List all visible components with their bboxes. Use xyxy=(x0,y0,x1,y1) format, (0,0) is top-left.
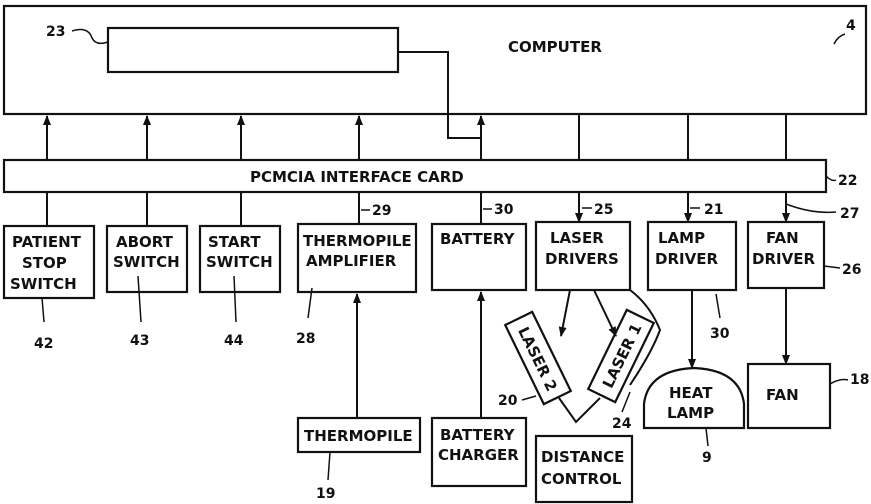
abort-ref: 43 xyxy=(130,333,149,349)
distance-control: DISTANCE CONTROL xyxy=(536,436,632,502)
fan-ref: 18 xyxy=(850,372,869,388)
heat-lamp: HEAT LAMP xyxy=(644,368,744,428)
lamp-driver-ref2: 30 xyxy=(710,326,730,342)
patient-stop-switch: PATIENT STOP SWITCH xyxy=(4,226,94,298)
patient-stop-line2: STOP xyxy=(22,254,67,272)
lamp-driver-line2: DRIVER xyxy=(655,250,718,268)
fan-driver-line1: FAN xyxy=(766,229,799,247)
patient-stop-line1: PATIENT xyxy=(12,233,82,251)
patient-stop-line3: SWITCH xyxy=(10,275,77,293)
pcmcia-interface-card: PCMCIA INTERFACE CARD xyxy=(4,160,826,192)
start-line2: SWITCH xyxy=(206,253,273,271)
lamp-driver: LAMP DRIVER xyxy=(648,222,736,290)
heat-lamp-ref: 9 xyxy=(702,450,712,466)
laser-drivers: LASER DRIVERS xyxy=(536,222,630,290)
battery-charger: BATTERY CHARGER xyxy=(432,418,526,486)
distance-control-line2: CONTROL xyxy=(541,470,622,488)
fan-label: FAN xyxy=(766,386,799,404)
fan-driver: FAN DRIVER xyxy=(748,222,824,288)
heat-lamp-line2: LAMP xyxy=(667,404,714,422)
battery-label: BATTERY xyxy=(440,230,516,248)
abort-line1: ABORT xyxy=(116,233,174,251)
interface-card-ref: 22 xyxy=(838,173,857,189)
abort-switch: ABORT SWITCH xyxy=(107,226,187,292)
lamp-driver-line1: LAMP xyxy=(658,229,705,247)
fan-driver-ref: 26 xyxy=(842,262,861,278)
battery-ref: 30 xyxy=(494,202,514,218)
thermopile-amp-line2: AMPLIFIER xyxy=(306,252,397,270)
patient-stop-ref: 42 xyxy=(34,336,53,352)
laser-drivers-line1: LASER xyxy=(550,229,604,247)
interface-card-label: PCMCIA INTERFACE CARD xyxy=(250,168,464,186)
computer-block: COMPUTER xyxy=(4,6,866,114)
start-switch: START SWITCH xyxy=(200,226,280,292)
laser-2-ref: 20 xyxy=(498,393,518,409)
lamp-driver-ref: 21 xyxy=(704,202,723,218)
fan-driver-line2: DRIVER xyxy=(752,250,815,268)
start-line1: START xyxy=(208,233,261,251)
heat-lamp-line1: HEAT xyxy=(669,384,713,402)
computer-inner-module xyxy=(108,28,398,72)
battery-charger-line1: BATTERY xyxy=(440,426,516,444)
computer-ref: 4 xyxy=(846,18,856,34)
battery-charger-line2: CHARGER xyxy=(438,446,519,464)
laser-1-ref: 24 xyxy=(612,416,632,432)
laser-1: LASER 1 xyxy=(588,310,654,402)
thermopile-amp-line1: THERMOPILE xyxy=(303,232,412,250)
thermopile: THERMOPILE xyxy=(298,418,420,452)
thermopile-amplifier: THERMOPILE AMPLIFIER xyxy=(298,224,416,292)
thermopile-amp-ref: 28 xyxy=(296,331,315,347)
fan-driver-ref2: 27 xyxy=(840,206,859,222)
thermopile-amp-ref2: 29 xyxy=(372,203,391,219)
battery: BATTERY xyxy=(432,224,526,290)
fan: FAN xyxy=(748,364,830,428)
computer-label: COMPUTER xyxy=(508,38,602,56)
thermopile-ref: 19 xyxy=(316,486,335,502)
abort-line2: SWITCH xyxy=(113,253,180,271)
start-ref: 44 xyxy=(224,333,244,349)
laser-drivers-ref: 25 xyxy=(594,202,613,218)
laser-2: LASER 2 xyxy=(505,312,571,404)
laser-drivers-line2: DRIVERS xyxy=(545,250,619,268)
computer-inner-ref: 23 xyxy=(46,24,65,40)
distance-control-line1: DISTANCE xyxy=(541,448,624,466)
thermopile-label: THERMOPILE xyxy=(304,427,413,445)
